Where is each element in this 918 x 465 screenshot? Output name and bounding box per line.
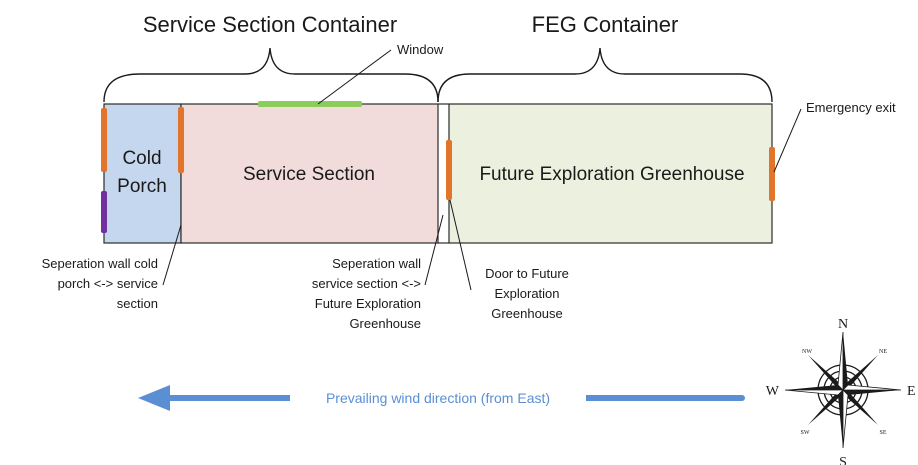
sep-wall-feg-line4: Greenhouse bbox=[349, 316, 421, 331]
emergency-exit-annotation: Emergency exit bbox=[806, 100, 896, 115]
door-feg-line1: Door to Future bbox=[485, 266, 569, 281]
emergency-exit-leader bbox=[773, 108, 802, 173]
sep-wall-porch-line3: section bbox=[117, 296, 158, 311]
window-leader bbox=[317, 49, 392, 105]
compass-w: W bbox=[766, 384, 780, 399]
service-container-brace bbox=[103, 47, 439, 103]
cold-porch-label-line1: Cold bbox=[122, 148, 161, 169]
compass-s: S bbox=[839, 455, 847, 465]
compass-diagonals bbox=[808, 355, 878, 425]
sep-wall-feg-annotation: Seperation wall service section <-> Futu… bbox=[312, 256, 421, 331]
feg-container-title: FEG Container bbox=[532, 12, 679, 37]
compass-sw: SW bbox=[801, 430, 810, 436]
service-container-title: Service Section Container bbox=[143, 12, 397, 37]
window-annotation: Window bbox=[397, 42, 444, 57]
sep-wall-feg-line1: Seperation wall bbox=[332, 256, 421, 271]
compass-nw: NW bbox=[802, 349, 812, 355]
service-section-label: Service Section bbox=[243, 164, 375, 185]
compass-ne: NE bbox=[879, 349, 887, 355]
wind-direction-label: Prevailing wind direction (from East) bbox=[326, 390, 550, 406]
door-feg-line3: Greenhouse bbox=[491, 306, 563, 321]
window bbox=[258, 101, 362, 107]
porch-purple-door bbox=[101, 191, 107, 233]
porch-outer-door bbox=[101, 108, 107, 172]
sep-wall-porch-annotation: Seperation wall cold porch <-> service s… bbox=[42, 256, 158, 311]
feg-container-brace bbox=[437, 47, 773, 103]
compass-se: SE bbox=[879, 430, 886, 436]
porch-service-door bbox=[178, 107, 184, 173]
sep-wall-porch-leader bbox=[162, 224, 182, 286]
door-feg-annotation: Door to Future Exploration Greenhouse bbox=[485, 266, 569, 321]
compass-e: E bbox=[907, 384, 916, 399]
emergency-exit-door bbox=[769, 147, 775, 201]
sep-wall-feg-leader bbox=[424, 214, 444, 286]
door-feg-leader bbox=[449, 199, 472, 291]
door-feg-line2: Exploration bbox=[494, 286, 559, 301]
sep-wall-porch-line2: porch <-> service bbox=[58, 276, 158, 291]
compass-n: N bbox=[838, 317, 848, 332]
compass-rose: N S E W NW NE SW SE bbox=[766, 317, 916, 465]
sep-wall-feg-line2: service section <-> bbox=[312, 276, 421, 291]
wind-arrow-head bbox=[138, 385, 170, 411]
greenhouse-room bbox=[448, 103, 773, 244]
wind-label-bg bbox=[290, 386, 586, 410]
sep-wall-porch-line1: Seperation wall cold bbox=[42, 256, 158, 271]
greenhouse-label: Future Exploration Greenhouse bbox=[479, 164, 744, 185]
feg-entry-door bbox=[446, 140, 452, 200]
cold-porch-room bbox=[103, 103, 182, 244]
service-section-room bbox=[180, 103, 439, 244]
compass-cardinals bbox=[784, 331, 902, 449]
sep-wall-feg-line3: Future Exploration bbox=[315, 296, 421, 311]
cold-porch-label-line2: Porch bbox=[117, 176, 167, 197]
